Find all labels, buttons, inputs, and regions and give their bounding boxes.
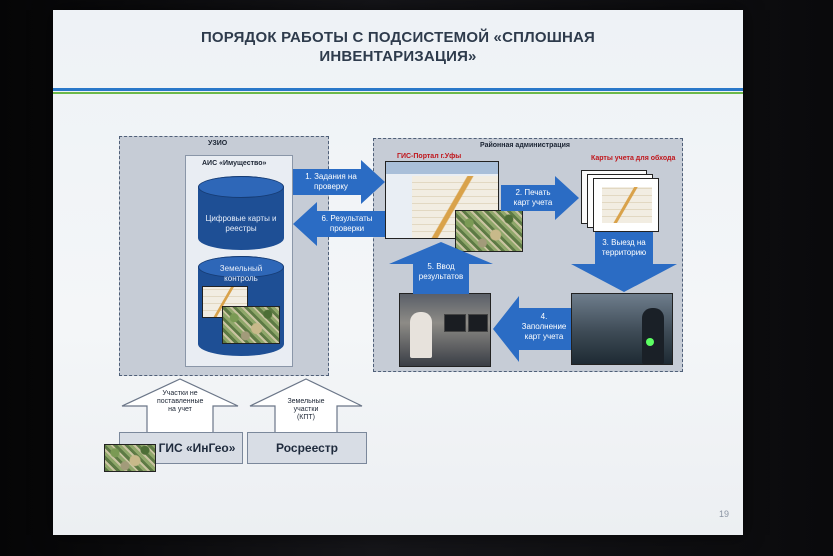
flow-label-step6: 6. Результаты проверки [321, 214, 373, 233]
computer-monitor [444, 314, 466, 332]
arrow-left-shape [293, 202, 385, 246]
presentation-slide: ПОРЯДОК РАБОТЫ С ПОДСИСТЕМОЙ «СПЛОШНАЯ И… [53, 10, 743, 535]
arrow-down-shape [571, 232, 677, 292]
field-inspection-photo [571, 293, 673, 365]
land-control-label: Земельный контроль [219, 264, 263, 283]
title-rule-green [53, 92, 743, 94]
land-control-satellite-thumbnail [222, 306, 280, 344]
flow-label-step2: 2. Печать карт учета [513, 188, 553, 207]
ingeo-arrow-text: Участки не поставленные на учет [157, 390, 204, 413]
arrow-right-shape [293, 160, 385, 204]
office-worker-photo [399, 293, 491, 367]
flow-arrow-step1: 1. Задания на проверку [293, 160, 385, 204]
rosreestr-label: Росреестр [276, 441, 338, 455]
rosreestr-arrow-text: Земельные участки (КПТ) [287, 398, 325, 421]
flow-arrow-step5: 5. Ввод результатов [389, 242, 493, 294]
inspector-figure [642, 308, 664, 364]
flow-arrow-step4: 4. Заполнение карт учета [493, 296, 571, 362]
ingeo-label: ГИС «ИнГео» [158, 441, 236, 455]
land-control-database: Земельный контроль [198, 256, 284, 356]
arrow-up-shape [389, 242, 493, 294]
district-administration-label: Районная администрация [480, 142, 570, 149]
rosreestr-source-box: Росреестр [247, 432, 367, 464]
digital-maps-database: Цифровые карты и реестры [198, 176, 284, 250]
slide-title: ПОРЯДОК РАБОТЫ С ПОДСИСТЕМОЙ «СПЛОШНАЯ И… [200, 29, 596, 65]
survey-card-map [602, 187, 652, 223]
digital-maps-label: Цифровые карты и реестры [205, 214, 277, 233]
uzio-label: УЗИО [208, 140, 228, 147]
arrow-left-shape [493, 296, 571, 362]
gis-portal-label: ГИС-Портал г.Уфы [397, 153, 462, 160]
database-top [198, 256, 284, 278]
database-top [198, 176, 284, 198]
flow-label-step3: 3. Выезд на территорию [601, 238, 647, 257]
title-rule-blue [53, 88, 743, 91]
ais-property-panel: АИС «Имущество» Цифровые карты и реестры… [185, 155, 293, 367]
flow-label-step5: 5. Ввод результатов [418, 262, 464, 281]
ingeo-up-arrow: Участки не поставленные на учет [121, 378, 239, 436]
survey-card-sheet [593, 178, 659, 232]
gis-portal-satellite-thumbnail [455, 210, 523, 252]
flow-label-step1: 1. Задания на проверку [305, 172, 357, 191]
survey-cards-label: Карты учета для обхода [591, 155, 676, 162]
ais-label: АИС «Имущество» [202, 160, 267, 167]
flow-arrow-step6: 6. Результаты проверки [293, 202, 385, 246]
flow-arrow-step2: 2. Печать карт учета [501, 176, 579, 220]
arrow-right-shape [501, 176, 579, 220]
worker-figure [410, 312, 432, 358]
computer-monitor [468, 314, 488, 332]
page-number: 19 [718, 509, 729, 519]
ingeo-satellite-thumbnail [104, 444, 156, 472]
status-light [646, 338, 654, 346]
flow-arrow-step3: 3. Выезд на территорию [571, 232, 677, 292]
rosreestr-up-arrow: Земельные участки (КПТ) [249, 378, 363, 436]
flow-label-step4: 4. Заполнение карт учета [521, 312, 567, 341]
